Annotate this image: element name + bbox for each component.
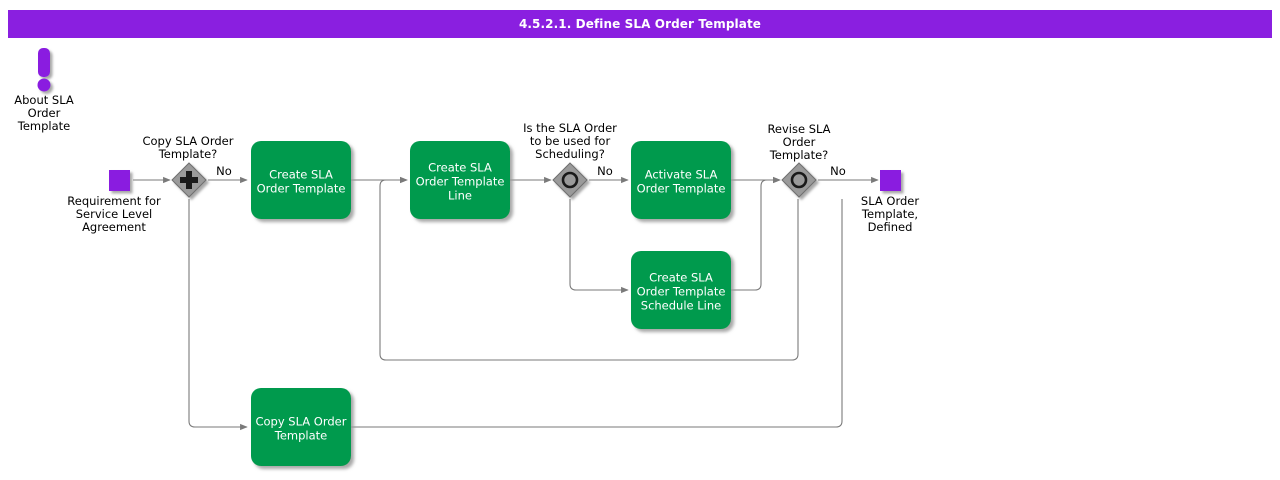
circle-marker-icon-2 xyxy=(790,171,808,189)
start-event-label-line2: Service Level xyxy=(76,207,153,221)
gateway-revise-sla-order-template[interactable]: Revise SLA Order Template? No xyxy=(767,122,846,198)
task-copy-sla-order-template[interactable]: Copy SLA Order Template xyxy=(251,388,351,466)
task1-label-line2: Order Template xyxy=(257,182,346,196)
flow-gateway3-feedback-to-line xyxy=(379,176,799,361)
task5-label-line2: Template xyxy=(274,429,327,443)
start-event-label-line3: Agreement xyxy=(82,220,146,234)
flow-schedule-line-to-gateway3 xyxy=(731,176,781,291)
gateway3-label-line1: Revise SLA xyxy=(767,122,830,136)
task-activate-sla-order-template[interactable]: Activate SLA Order Template xyxy=(631,141,731,219)
circle-marker-icon xyxy=(561,171,579,189)
page-title: 4.5.2.1. Define SLA Order Template xyxy=(518,17,762,31)
gateway-copy-sla-order-template[interactable]: Copy SLA Order Template? No xyxy=(142,134,234,198)
gateway-scheduling[interactable]: Is the SLA Order to be used for Scheduli… xyxy=(523,121,617,198)
edge-label-no-1: No xyxy=(216,164,232,178)
edge-label-no-2: No xyxy=(597,164,613,178)
annotation-label-line1: About SLA xyxy=(14,93,74,107)
task2-label-line2: Order Template xyxy=(416,175,505,189)
end-event-label-line2: Template, xyxy=(861,207,918,221)
title-bar: 4.5.2.1. Define SLA Order Template xyxy=(8,10,1272,38)
start-event-label-line1: Requirement for xyxy=(67,194,161,208)
flow-gateway1-to-copy-template xyxy=(188,199,248,431)
flow-gateway2-to-schedule-line xyxy=(569,199,629,294)
task-create-sla-order-template-line[interactable]: Create SLA Order Template Line xyxy=(410,141,510,219)
start-event[interactable]: Requirement for Service Level Agreement xyxy=(67,170,161,234)
task3-label-line2: Order Template xyxy=(637,182,726,196)
edge-label-no-3: No xyxy=(830,164,846,178)
plus-marker-icon xyxy=(180,171,198,189)
end-event-label-line1: SLA Order xyxy=(861,194,919,208)
task4-label-line2: Order Template xyxy=(637,285,726,299)
task-create-sla-order-template-schedule-line[interactable]: Create SLA Order Template Schedule Line xyxy=(631,251,731,329)
annotation-label-line3: Template xyxy=(17,119,70,133)
gateway1-label-line2: Template? xyxy=(158,147,218,161)
task1-label-line1: Create SLA xyxy=(269,168,333,182)
end-event-label-line3: Defined xyxy=(868,220,913,234)
flow-gateway3-feedback-to-copy xyxy=(351,199,843,428)
annotation-about-sla-order-template: About SLA Order Template xyxy=(14,48,74,133)
gateway1-label-line1: Copy SLA Order xyxy=(142,134,233,148)
task3-label-line1: Activate SLA xyxy=(645,168,718,182)
flow-connectors: Create SLA Order Template --> Activate S… xyxy=(133,176,879,431)
task-create-sla-order-template[interactable]: Create SLA Order Template xyxy=(251,141,351,219)
gateway3-label-line2: Order xyxy=(783,135,816,149)
end-event[interactable]: SLA Order Template, Defined xyxy=(861,170,919,234)
task2-label-line1: Create SLA xyxy=(428,161,492,175)
gateway2-label-line3: Scheduling? xyxy=(535,147,605,161)
annotation-label-line2: Order xyxy=(28,106,61,120)
task4-label-line3: Schedule Line xyxy=(641,299,721,313)
gateway3-label-line3: Template? xyxy=(769,148,829,162)
task5-label-line1: Copy SLA Order xyxy=(255,415,346,429)
task2-label-line3: Line xyxy=(448,189,472,203)
gateway2-label-line2: to be used for xyxy=(530,134,611,148)
exclamation-icon xyxy=(37,48,51,92)
gateway2-label-line1: Is the SLA Order xyxy=(523,121,617,135)
task4-label-line1: Create SLA xyxy=(649,271,713,285)
